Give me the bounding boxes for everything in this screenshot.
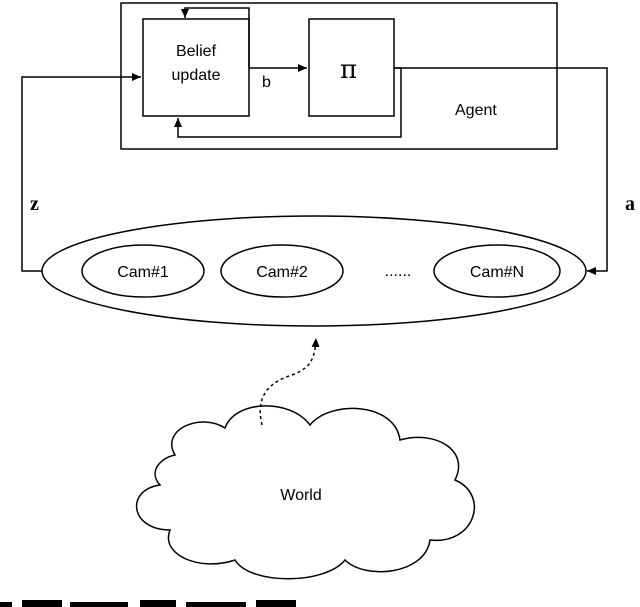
- camera-n-label: Cam#N: [470, 264, 524, 281]
- agent-box: [120, 2, 558, 150]
- cut-off-caption-fragment: [0, 590, 300, 607]
- observation-arrow: [21, 73, 141, 272]
- camera-n-node: [433, 244, 561, 298]
- belief-update-label-line2: update: [172, 67, 221, 84]
- camera-2-label: Cam#2: [256, 264, 308, 281]
- policy-symbol: π: [340, 55, 357, 85]
- camera-ellipsis: ......: [385, 263, 412, 280]
- observation-label: z: [30, 193, 39, 215]
- world-label: World: [280, 487, 322, 504]
- world-cloud: [135, 405, 475, 580]
- belief-self-loop: [181, 7, 250, 68]
- agent-label: Agent: [455, 102, 497, 119]
- action-arrow: [394, 67, 608, 275]
- camera-2-node: [220, 244, 344, 298]
- camera-1-label: Cam#1: [117, 264, 169, 281]
- action-label: a: [625, 193, 635, 215]
- camera-system-ellipse: [41, 215, 587, 327]
- camera-1-node: [81, 244, 205, 298]
- world-to-cameras-arrow: [259, 337, 320, 426]
- belief-signal-label: b: [262, 74, 271, 91]
- belief-update-label-line1: Belief: [176, 43, 217, 60]
